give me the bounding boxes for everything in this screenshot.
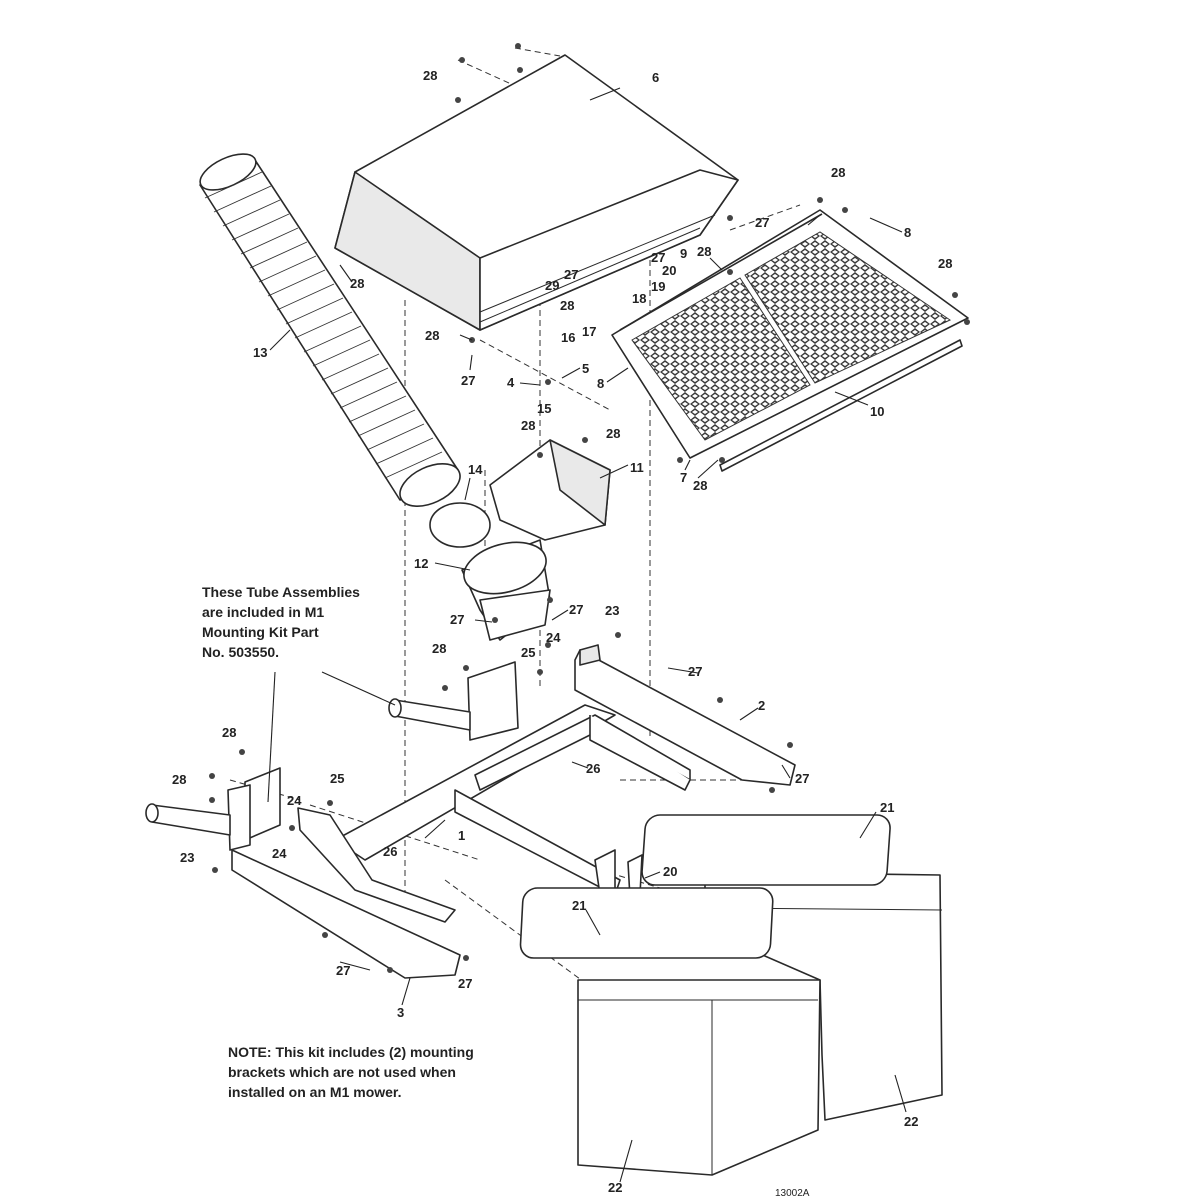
callout-28: 28 — [425, 328, 439, 343]
callout-2: 2 — [758, 698, 765, 713]
callout-28: 28 — [423, 68, 437, 83]
callout-3: 3 — [397, 1005, 404, 1020]
callout-20: 20 — [662, 263, 676, 278]
callout-28: 28 — [222, 725, 236, 740]
callout-1: 1 — [458, 828, 465, 843]
callout-labels: 28 6 28 27 8 28 28 27 9 28 27 20 29 18 1… — [172, 68, 952, 1195]
callout-28: 28 — [697, 244, 711, 259]
callout-27: 27 — [450, 612, 464, 627]
callout-8: 8 — [597, 376, 604, 391]
leader-lines — [267, 87, 907, 1183]
callout-27: 27 — [461, 373, 475, 388]
mounting-bracket-upper — [388, 661, 519, 741]
callout-17: 17 — [582, 324, 596, 339]
adapter-part-12 — [461, 539, 551, 641]
screen-panel-part-10 — [611, 209, 969, 472]
callout-28: 28 — [938, 256, 952, 271]
callout-13: 13 — [253, 345, 267, 360]
clamp-part-14 — [429, 502, 491, 548]
callout-28: 28 — [521, 418, 535, 433]
mounting-bracket-left — [145, 767, 281, 851]
callout-27: 27 — [336, 963, 350, 978]
callout-20: 20 — [663, 864, 677, 879]
callout-5: 5 — [582, 361, 589, 376]
callout-11: 11 — [630, 460, 644, 475]
callout-18: 18 — [632, 291, 646, 306]
callout-7: 7 — [680, 470, 687, 485]
callout-8: 8 — [904, 225, 911, 240]
callout-10: 10 — [870, 404, 884, 419]
callout-21: 21 — [572, 898, 586, 913]
callout-28: 28 — [432, 641, 446, 656]
callout-25: 25 — [521, 645, 535, 660]
callout-19: 19 — [651, 279, 665, 294]
chute-part-11 — [489, 439, 611, 541]
kit-note: NOTE: This kit includes (2) mounting bra… — [228, 1044, 474, 1100]
drawing-number: 13002A — [775, 1188, 810, 1199]
callout-22: 22 — [608, 1180, 622, 1195]
callout-16: 16 — [561, 330, 575, 345]
callout-23: 23 — [605, 603, 619, 618]
callout-24: 24 — [287, 793, 302, 808]
rail-part-2 — [574, 644, 796, 786]
callout-23: 23 — [180, 850, 194, 865]
callout-27: 27 — [458, 976, 472, 991]
callout-27: 27 — [688, 664, 702, 679]
frame-arm-left — [297, 807, 456, 923]
flex-tube-part-13 — [199, 153, 461, 507]
callout-28: 28 — [560, 298, 574, 313]
bag-part-22-front — [519, 887, 821, 1176]
callout-28: 28 — [693, 478, 707, 493]
rail-part-3 — [231, 849, 461, 979]
callout-9: 9 — [680, 246, 687, 261]
tube-assemblies-note: These Tube Assemblies are included in M1… — [202, 584, 360, 660]
callout-24: 24 — [546, 630, 561, 645]
callout-6: 6 — [652, 70, 659, 85]
fastener-hardware — [209, 43, 970, 973]
callout-21: 21 — [880, 800, 894, 815]
callout-29: 29 — [545, 278, 559, 293]
callout-12: 12 — [414, 556, 428, 571]
callout-28: 28 — [350, 276, 364, 291]
callout-26: 26 — [586, 761, 600, 776]
hood-part-6 — [334, 54, 739, 331]
callout-15: 15 — [537, 401, 551, 416]
callout-27: 27 — [795, 771, 809, 786]
callout-26: 26 — [383, 844, 397, 859]
callout-25: 25 — [330, 771, 344, 786]
callout-28: 28 — [831, 165, 845, 180]
callout-4: 4 — [507, 375, 515, 390]
callout-22: 22 — [904, 1114, 918, 1129]
callout-27: 27 — [564, 267, 578, 282]
callout-24: 24 — [272, 846, 287, 861]
callout-14: 14 — [468, 462, 483, 477]
callout-28: 28 — [606, 426, 620, 441]
callout-27: 27 — [569, 602, 583, 617]
callout-28: 28 — [172, 772, 186, 787]
callout-27: 27 — [755, 215, 769, 230]
callout-27: 27 — [651, 250, 665, 265]
